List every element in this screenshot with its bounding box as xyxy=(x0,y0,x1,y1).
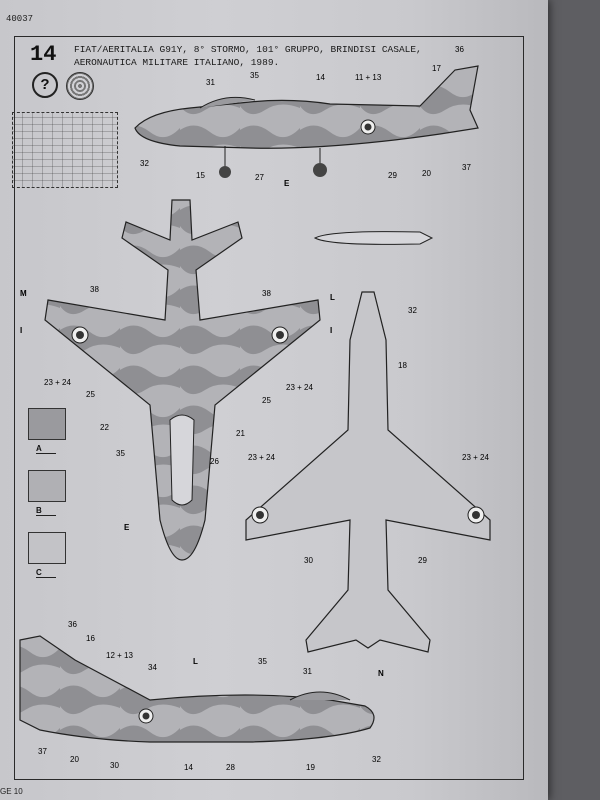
decal-sheet-icon xyxy=(66,72,94,100)
plan-view-bottom: 32 18 23 + 24 23 + 24 30 29 N xyxy=(245,291,491,678)
callout: 25 xyxy=(86,390,95,399)
callout: 32 xyxy=(408,306,417,315)
callout: 23 + 24 xyxy=(248,453,275,462)
step-title: FIAT/AERITALIA G91Y, 8° STORMO, 101° GRU… xyxy=(74,43,422,69)
callout: 32 xyxy=(140,159,149,168)
kit-code: 40037 xyxy=(6,14,34,24)
page-label: GE 10 xyxy=(0,787,23,796)
color-callout: E xyxy=(124,523,130,532)
color-callout: I xyxy=(20,326,22,335)
help-icon: ? xyxy=(32,72,58,98)
callout: 18 xyxy=(398,361,407,370)
drop-tank xyxy=(313,231,434,245)
callout: 25 xyxy=(262,396,271,405)
swatch-c xyxy=(28,532,66,564)
callout: 23 + 24 xyxy=(462,453,489,462)
plan-view-top: M 38 I 23 + 24 25 22 35 E 38 L I 23 + 24… xyxy=(20,199,335,561)
swatch-b-label: B xyxy=(36,506,56,516)
callout: 26 xyxy=(210,457,219,466)
callout: 30 xyxy=(110,761,119,770)
callout: 37 xyxy=(462,163,471,172)
callout: 19 xyxy=(306,763,315,772)
callout: 34 xyxy=(148,663,157,672)
callout: 20 xyxy=(422,169,431,178)
callout: 16 xyxy=(86,634,95,643)
callout: 30 xyxy=(304,556,313,565)
callout: 37 xyxy=(38,747,47,756)
color-callout: N xyxy=(378,669,384,678)
callout: 31 xyxy=(303,667,312,676)
color-callout: L xyxy=(193,657,198,666)
swatch-c-label: C xyxy=(36,568,56,578)
title-line-1: FIAT/AERITALIA G91Y, 8° STORMO, 101° GRU… xyxy=(74,44,422,55)
callout: 22 xyxy=(100,423,109,432)
callout: 12 + 13 xyxy=(106,651,133,660)
callout: 35 xyxy=(116,449,125,458)
color-callout: E xyxy=(284,179,290,188)
callout: 23 + 24 xyxy=(44,378,71,387)
side-view-top: 31 35 14 11 + 13 36 17 32 15 27 E 29 20 … xyxy=(134,45,479,188)
callout: 23 + 24 xyxy=(286,383,313,392)
swatch-a xyxy=(28,408,66,440)
callout: 27 xyxy=(255,173,264,182)
step-number: 14 xyxy=(30,42,57,67)
callout: 17 xyxy=(432,64,441,73)
swatch-a-label: A xyxy=(36,444,56,454)
drawings: 31 35 14 11 + 13 36 17 32 15 27 E 29 20 … xyxy=(19,45,491,772)
callout: 14 xyxy=(184,763,193,772)
callout: 31 xyxy=(206,78,215,87)
step-frame xyxy=(14,36,524,780)
callout: 29 xyxy=(388,171,397,180)
color-callout: I xyxy=(330,326,332,335)
side-view-bottom: 36 16 12 + 13 34 L 35 31 37 20 30 14 28 … xyxy=(19,620,381,772)
decal-sheet-thumbnail xyxy=(12,112,118,188)
callout: 35 xyxy=(258,657,267,666)
callout: 20 xyxy=(70,755,79,764)
instruction-sheet: 40037 14 FIAT/AERITALIA G91Y, 8° STORMO,… xyxy=(0,0,548,800)
callout: 32 xyxy=(372,755,381,764)
callout: 29 xyxy=(418,556,427,565)
title-line-2: AERONAUTICA MILITARE ITALIANO, 1989. xyxy=(74,57,280,68)
callout: 28 xyxy=(226,763,235,772)
callout: 14 xyxy=(316,73,325,82)
swatch-b xyxy=(28,470,66,502)
callout: 38 xyxy=(90,285,99,294)
callout: 36 xyxy=(455,45,464,54)
callout: 36 xyxy=(68,620,77,629)
color-callout: L xyxy=(330,293,335,302)
callout: 21 xyxy=(236,429,245,438)
callout: 38 xyxy=(262,289,271,298)
callout: 35 xyxy=(250,71,259,80)
callout: 15 xyxy=(196,171,205,180)
callout: 11 + 13 xyxy=(355,73,382,82)
color-callout: M xyxy=(20,289,27,298)
